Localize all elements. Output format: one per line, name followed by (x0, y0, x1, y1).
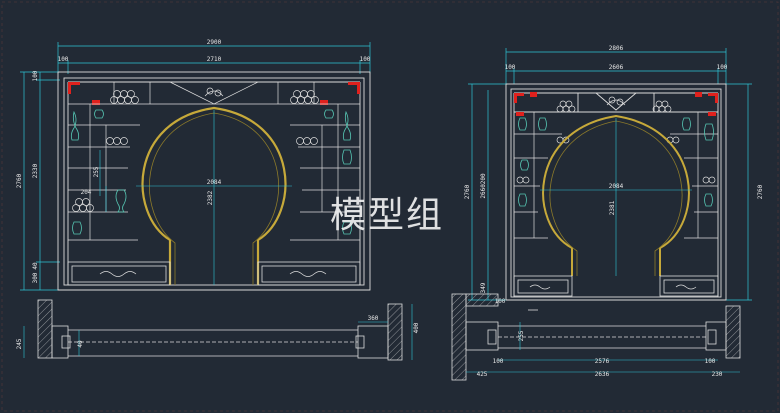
right-plan: 425 2636 230 100 2576 100 255 100 (451, 293, 741, 381)
left-plan: 360 400 245 40 (16, 299, 420, 361)
dim-plan-right-a: 360 (368, 315, 379, 322)
dim-right-inner-width: 2606 (609, 64, 624, 71)
dim-shelf-a: 255 (93, 166, 100, 177)
dim-total-height: 2760 (16, 173, 23, 188)
dim-plan-right-b: 400 (413, 322, 420, 333)
dim-overall-width: 2900 (207, 39, 222, 46)
left-plan-wall-left (37, 299, 53, 359)
left-base-cabinets (58, 261, 370, 291)
right-plan-body (465, 309, 727, 351)
dim-bottom-a: 300 (32, 272, 39, 283)
left-plan-wall-right (387, 303, 403, 361)
dim-right-side-right: 100 (717, 64, 728, 71)
dim-bottom-b: 40 (32, 262, 39, 270)
dim-shelf-b: 204 (81, 189, 92, 196)
right-plan-dimensions (466, 322, 740, 373)
left-top-ornament (204, 87, 224, 97)
watermark-text: 模型组 (330, 195, 445, 236)
dim-right-inner-height: 2660200 (480, 173, 487, 199)
left-arch-dimensions (99, 110, 292, 285)
right-top-ornament (606, 96, 626, 106)
right-top-dimensions (505, 48, 727, 84)
dim-top-small: 100 (32, 70, 39, 81)
right-arch-dimensions (540, 118, 692, 276)
dim-right-overall-width: 2806 (609, 45, 624, 52)
dim-right-side-left: 100 (505, 64, 516, 71)
left-vase-icons (70, 109, 352, 235)
dim-mid-height: 2330 (32, 163, 39, 178)
dim-rplan-inner-mid: 2576 (595, 358, 610, 365)
dim-rplan-bottom-mid: 2636 (595, 371, 610, 378)
dim-right-arch-width: 2084 (609, 183, 624, 190)
dim-side-right: 100 (360, 56, 371, 63)
left-moon-arch (141, 106, 287, 285)
left-lintel (68, 81, 360, 105)
left-elevation: 2900 2710 100 100 2760 2330 100 300 40 (16, 39, 371, 291)
left-shelves (68, 104, 360, 241)
dim-right-total-height: 2760 (464, 184, 471, 199)
dim-plan-inner: 40 (77, 340, 84, 348)
left-plan-dimensions (23, 304, 413, 360)
dim-rplan-side: 255 (518, 330, 525, 341)
right-elevation: 2806 2606 100 100 2760 2660200 349 2760 (464, 45, 764, 301)
dim-plan-left: 245 (16, 338, 23, 349)
right-base-cabinets (506, 275, 726, 301)
dim-arch-height: 2382 (207, 190, 214, 205)
left-vertical-dimensions (20, 71, 60, 291)
left-scroll-bundles (72, 90, 319, 212)
dim-inner-width: 2710 (207, 56, 222, 63)
left-corner-brackets (68, 82, 360, 105)
dim-right-side-height: 2760 (757, 184, 764, 199)
dim-rplan-bottom-right: 230 (712, 371, 723, 378)
right-shelves (514, 112, 718, 239)
dim-rplan-inner-left: 100 (493, 358, 504, 365)
right-plan-wall-top-left (465, 293, 499, 307)
dim-right-bottom: 349 (480, 282, 487, 293)
left-plan-body (51, 325, 389, 359)
dim-rplan-inner-right: 100 (705, 358, 716, 365)
dim-side-left: 100 (58, 56, 69, 63)
right-frame (505, 83, 727, 301)
right-vase-icons (518, 117, 714, 207)
dim-right-arch-height: 2381 (609, 200, 616, 215)
dim-rplan-bottom-left: 425 (477, 371, 488, 378)
right-corner-brackets (514, 92, 718, 116)
dim-rplan-top: 100 (495, 298, 506, 305)
right-moon-arch (542, 114, 690, 276)
dim-arch-width: 2084 (207, 179, 222, 186)
right-plan-wall-right (725, 305, 741, 359)
right-plan-wall-left (451, 293, 467, 381)
